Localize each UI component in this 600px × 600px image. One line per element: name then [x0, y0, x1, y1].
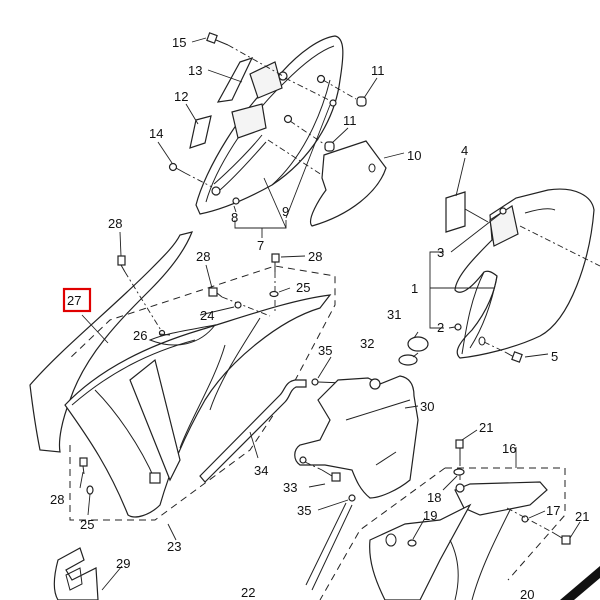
plate-10[interactable]: [310, 140, 387, 227]
callout-34[interactable]: 34: [254, 463, 268, 478]
callout-29[interactable]: 29: [116, 556, 130, 571]
collar-24[interactable]: [234, 301, 242, 309]
bolt-33[interactable]: [304, 461, 341, 482]
callout-32[interactable]: 32: [360, 336, 374, 351]
grommet-11-lower[interactable]: [324, 141, 335, 152]
damper-25-top[interactable]: [269, 290, 279, 298]
shroud-27[interactable]: [29, 231, 193, 453]
callout-10[interactable]: 10: [407, 148, 421, 163]
shroud-20[interactable]: [369, 503, 600, 600]
callout-22[interactable]: 22: [241, 585, 255, 600]
clamp-35-lower[interactable]: [348, 494, 356, 502]
bolt-28-top[interactable]: [117, 255, 163, 333]
callout-25-bottom[interactable]: 25: [80, 517, 94, 532]
bolt-21-lower[interactable]: [506, 507, 571, 545]
callout-17[interactable]: 17: [546, 503, 560, 518]
callout-12[interactable]: 12: [174, 89, 188, 104]
pad-12[interactable]: [189, 115, 212, 149]
callout-35-upper[interactable]: 35: [318, 343, 332, 358]
callout-24[interactable]: 24: [200, 308, 214, 323]
callouts: 15 13 12 14 11 11 10 8 9 7 4 3 1 2 5 28 …: [50, 35, 589, 600]
callout-19[interactable]: 19: [423, 508, 437, 523]
callout-30[interactable]: 30: [420, 399, 434, 414]
bolt-28-mid[interactable]: [208, 287, 271, 317]
callout-25-top[interactable]: 25: [296, 280, 310, 295]
damper-4[interactable]: [445, 191, 466, 233]
grommet-11-upper[interactable]: [356, 96, 367, 107]
callout-28-mid[interactable]: 28: [196, 249, 210, 264]
callout-27[interactable]: 27: [67, 293, 81, 308]
collar-8[interactable]: [232, 197, 240, 205]
callout-16[interactable]: 16: [502, 441, 516, 456]
bolt-15[interactable]: [206, 32, 284, 77]
callout-21-upper[interactable]: 21: [479, 420, 493, 435]
callout-31[interactable]: 31: [387, 307, 401, 322]
hose-34[interactable]: [199, 379, 307, 483]
clip-29[interactable]: [53, 547, 99, 600]
callout-7[interactable]: 7: [257, 238, 264, 253]
callout-13[interactable]: 13: [188, 63, 202, 78]
callout-23[interactable]: 23: [167, 539, 181, 554]
callout-11-lower[interactable]: 11: [343, 113, 357, 128]
callout-28-right[interactable]: 28: [308, 249, 322, 264]
callout-4[interactable]: 4: [461, 143, 468, 158]
collar-2[interactable]: [454, 323, 462, 331]
bolt-28-right[interactable]: [271, 253, 280, 312]
callout-14[interactable]: 14: [149, 126, 163, 141]
bolt-14[interactable]: [168, 162, 213, 188]
damper-25-bottom[interactable]: [86, 485, 94, 495]
callout-11-upper[interactable]: 11: [371, 63, 385, 78]
collar-19[interactable]: [407, 539, 417, 547]
number-plate-assembly: [454, 188, 600, 359]
number-plate[interactable]: [454, 188, 595, 359]
callout-2[interactable]: 2: [437, 320, 444, 335]
bolt-5[interactable]: [483, 341, 523, 363]
callout-5[interactable]: 5: [551, 349, 558, 364]
bracket-16[interactable]: [454, 481, 548, 516]
callout-8[interactable]: 8: [231, 210, 238, 225]
callout-21-lower[interactable]: 21: [575, 509, 589, 524]
clamp-35-upper[interactable]: [311, 378, 319, 386]
damper-18[interactable]: [453, 468, 465, 476]
callout-15[interactable]: 15: [172, 35, 186, 50]
side-cover-bracket: [231, 103, 267, 139]
bolt-28-bottom[interactable]: [79, 457, 88, 475]
callout-20[interactable]: 20: [520, 587, 534, 600]
reservoir-tank-30[interactable]: [294, 375, 419, 499]
highlight-box-27: [62, 287, 92, 313]
cap-31[interactable]: [407, 336, 429, 352]
callout-35-lower[interactable]: 35: [297, 503, 311, 518]
callout-33[interactable]: 33: [283, 480, 297, 495]
callout-9[interactable]: 9: [282, 204, 289, 219]
callout-26[interactable]: 26: [133, 328, 147, 343]
radiator-cover-23[interactable]: [64, 294, 332, 518]
group-outline-23: [67, 265, 336, 521]
gasket-32[interactable]: [398, 354, 418, 366]
callout-28-top[interactable]: 28: [108, 216, 122, 231]
callout-1[interactable]: 1: [411, 281, 418, 296]
side-cover-assembly: [195, 35, 344, 215]
leader-lines: [79, 37, 581, 591]
callout-18[interactable]: 18: [427, 490, 441, 505]
group-outline-16: [319, 467, 566, 600]
callout-3[interactable]: 3: [437, 245, 444, 260]
callout-28-bottom[interactable]: 28: [50, 492, 64, 507]
washer-9[interactable]: [329, 99, 337, 107]
